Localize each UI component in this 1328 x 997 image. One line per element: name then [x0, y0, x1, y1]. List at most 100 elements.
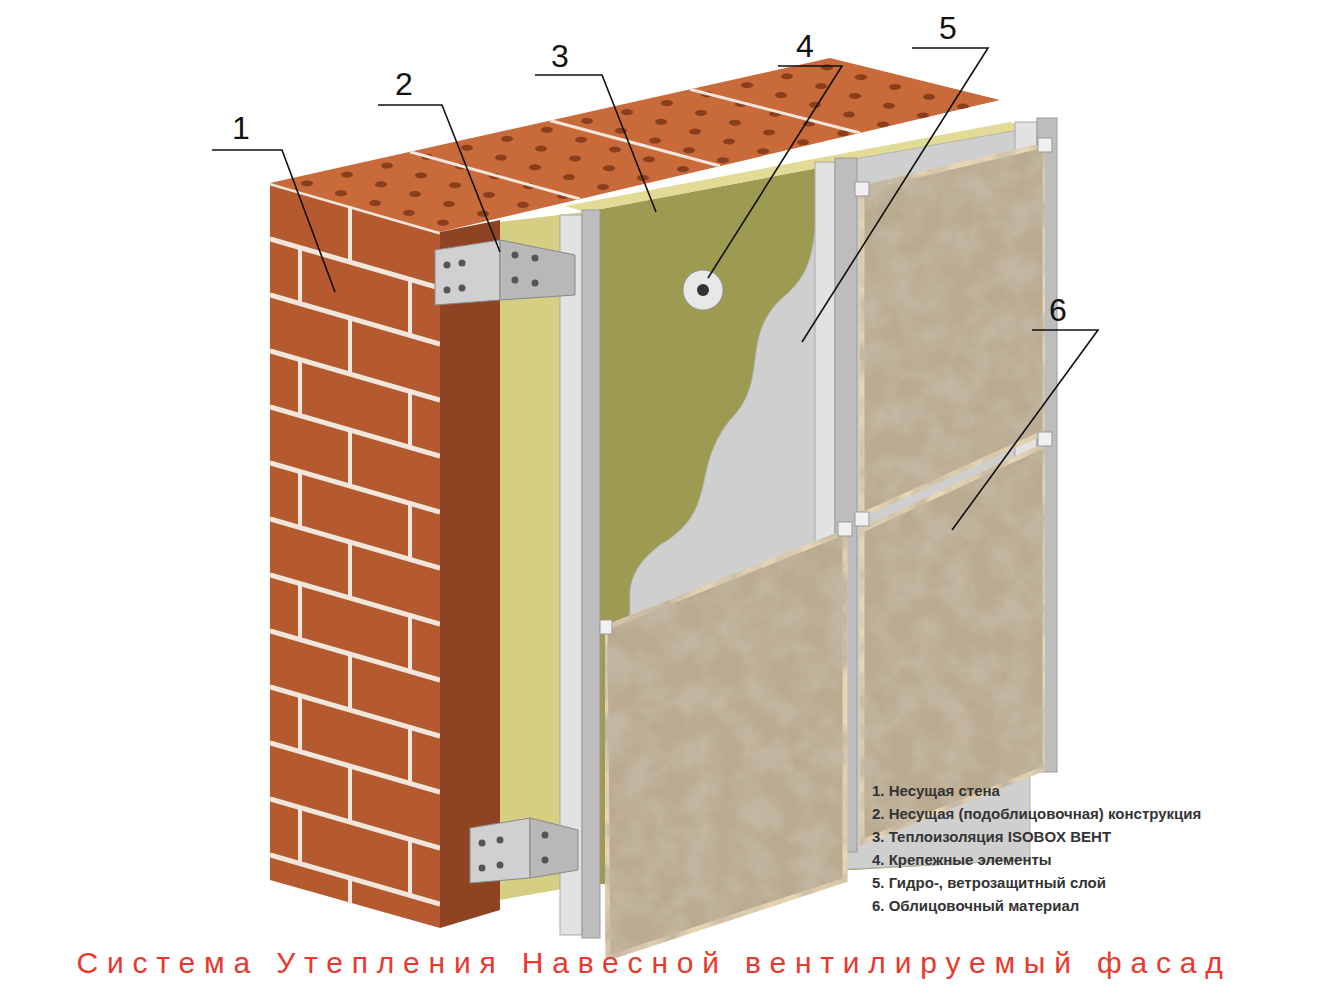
wall-end	[270, 183, 440, 928]
brick-hole	[741, 82, 753, 88]
brick-hole	[763, 129, 775, 135]
mortar-joint	[408, 839, 412, 895]
brick-hole	[443, 201, 455, 207]
brick-hole	[957, 104, 969, 110]
brick-hole	[683, 147, 695, 153]
callout-number: 5	[939, 12, 957, 44]
brick-hole	[375, 181, 387, 187]
brick-hole	[501, 136, 513, 142]
panel-clips	[600, 138, 1052, 634]
brick-hole	[677, 166, 689, 172]
brick-hole	[775, 92, 787, 98]
mortar-joint	[408, 279, 412, 335]
mortar-joint	[348, 206, 352, 262]
caption: Система Утепления Навесной вентилируемый…	[77, 948, 1232, 978]
mortar-joint	[410, 152, 580, 199]
brick-hole	[661, 100, 673, 106]
mortar-joint	[348, 318, 352, 374]
bolt-hole	[459, 285, 466, 292]
callout-number: 4	[796, 30, 814, 62]
mortar-joint	[270, 463, 440, 512]
bolt-hole	[512, 277, 519, 284]
mortar-joint	[270, 743, 440, 792]
brick-hole	[381, 163, 393, 169]
brick-hole	[917, 112, 929, 118]
mortar-joint	[298, 360, 302, 416]
mortar-joint	[348, 654, 352, 710]
bolt-hole	[532, 255, 539, 262]
bolt-hole	[497, 862, 504, 869]
brick-hole	[461, 145, 473, 151]
brick-hole	[843, 112, 855, 118]
brick-hole	[923, 94, 935, 100]
bolt-hole	[512, 252, 519, 259]
brick-hole	[695, 110, 707, 116]
brick-hole	[849, 93, 861, 99]
brick-hole	[563, 174, 575, 180]
callout-number: 3	[551, 40, 569, 72]
brick-hole	[729, 120, 741, 126]
brick-hole	[815, 83, 827, 89]
callout-number: 6	[1049, 294, 1067, 326]
brick-hole	[483, 192, 495, 198]
mortar-joint	[348, 766, 352, 822]
brick-hole	[403, 210, 415, 216]
wall-face	[440, 220, 500, 928]
mortar-joint	[298, 248, 302, 304]
mortar-joint	[348, 878, 352, 934]
mortar-joint	[270, 295, 440, 344]
bolt-hole	[542, 857, 549, 864]
key-item: 6. Облицовочный материал	[872, 898, 1079, 913]
brick-hole	[643, 156, 655, 162]
brick-hole	[535, 146, 547, 152]
leader-lines	[212, 48, 1098, 530]
brick-hole	[655, 119, 667, 125]
mortar-joint	[348, 542, 352, 598]
mortar-joint	[270, 183, 440, 232]
mortar-joint	[270, 239, 440, 288]
mortar-joint	[270, 519, 440, 568]
brick-hole	[529, 164, 541, 170]
bolt-hole	[479, 840, 486, 847]
bolt-hole	[542, 832, 549, 839]
brick-hole	[797, 139, 809, 145]
fastener-dowel	[683, 270, 723, 310]
callout-number: 2	[395, 68, 413, 100]
brick-hole	[889, 84, 901, 90]
mortar-joint	[270, 407, 440, 456]
brick-hole	[621, 109, 633, 115]
brick-hole	[575, 137, 587, 143]
brick-hole	[581, 118, 593, 124]
mortar-joint	[408, 727, 412, 783]
mortar-joint	[298, 808, 302, 864]
key-item: 1. Несущая стена	[872, 783, 1000, 798]
brick-hole	[517, 202, 529, 208]
brick-hole	[335, 190, 347, 196]
bolt-hole	[459, 260, 466, 267]
brick-hole	[609, 146, 621, 152]
bolt-hole	[497, 837, 504, 844]
mortar-joint	[408, 503, 412, 559]
mortar-joint	[690, 89, 860, 133]
mortar-joint	[298, 696, 302, 752]
brick-hole	[301, 180, 313, 186]
mortar-joint	[270, 687, 440, 736]
brick-hole	[437, 220, 449, 226]
brick-hole	[369, 200, 381, 206]
callout-number: 1	[232, 112, 250, 144]
brick-hole	[449, 182, 461, 188]
bolt-hole	[532, 280, 539, 287]
mortar-joint	[270, 351, 440, 400]
key-item: 4. Крепежные элементы	[872, 852, 1052, 867]
bolt-hole	[444, 262, 451, 269]
bolt-hole	[444, 287, 451, 294]
key-item: 3. Теплоизоляция ISOBOX ВЕНТ	[872, 829, 1111, 844]
brick-hole	[409, 191, 421, 197]
brick-hole	[877, 121, 889, 127]
brick-hole	[883, 103, 895, 109]
wall-bracket	[435, 240, 578, 883]
brick-hole	[757, 148, 769, 154]
mortar-joint	[270, 799, 440, 848]
